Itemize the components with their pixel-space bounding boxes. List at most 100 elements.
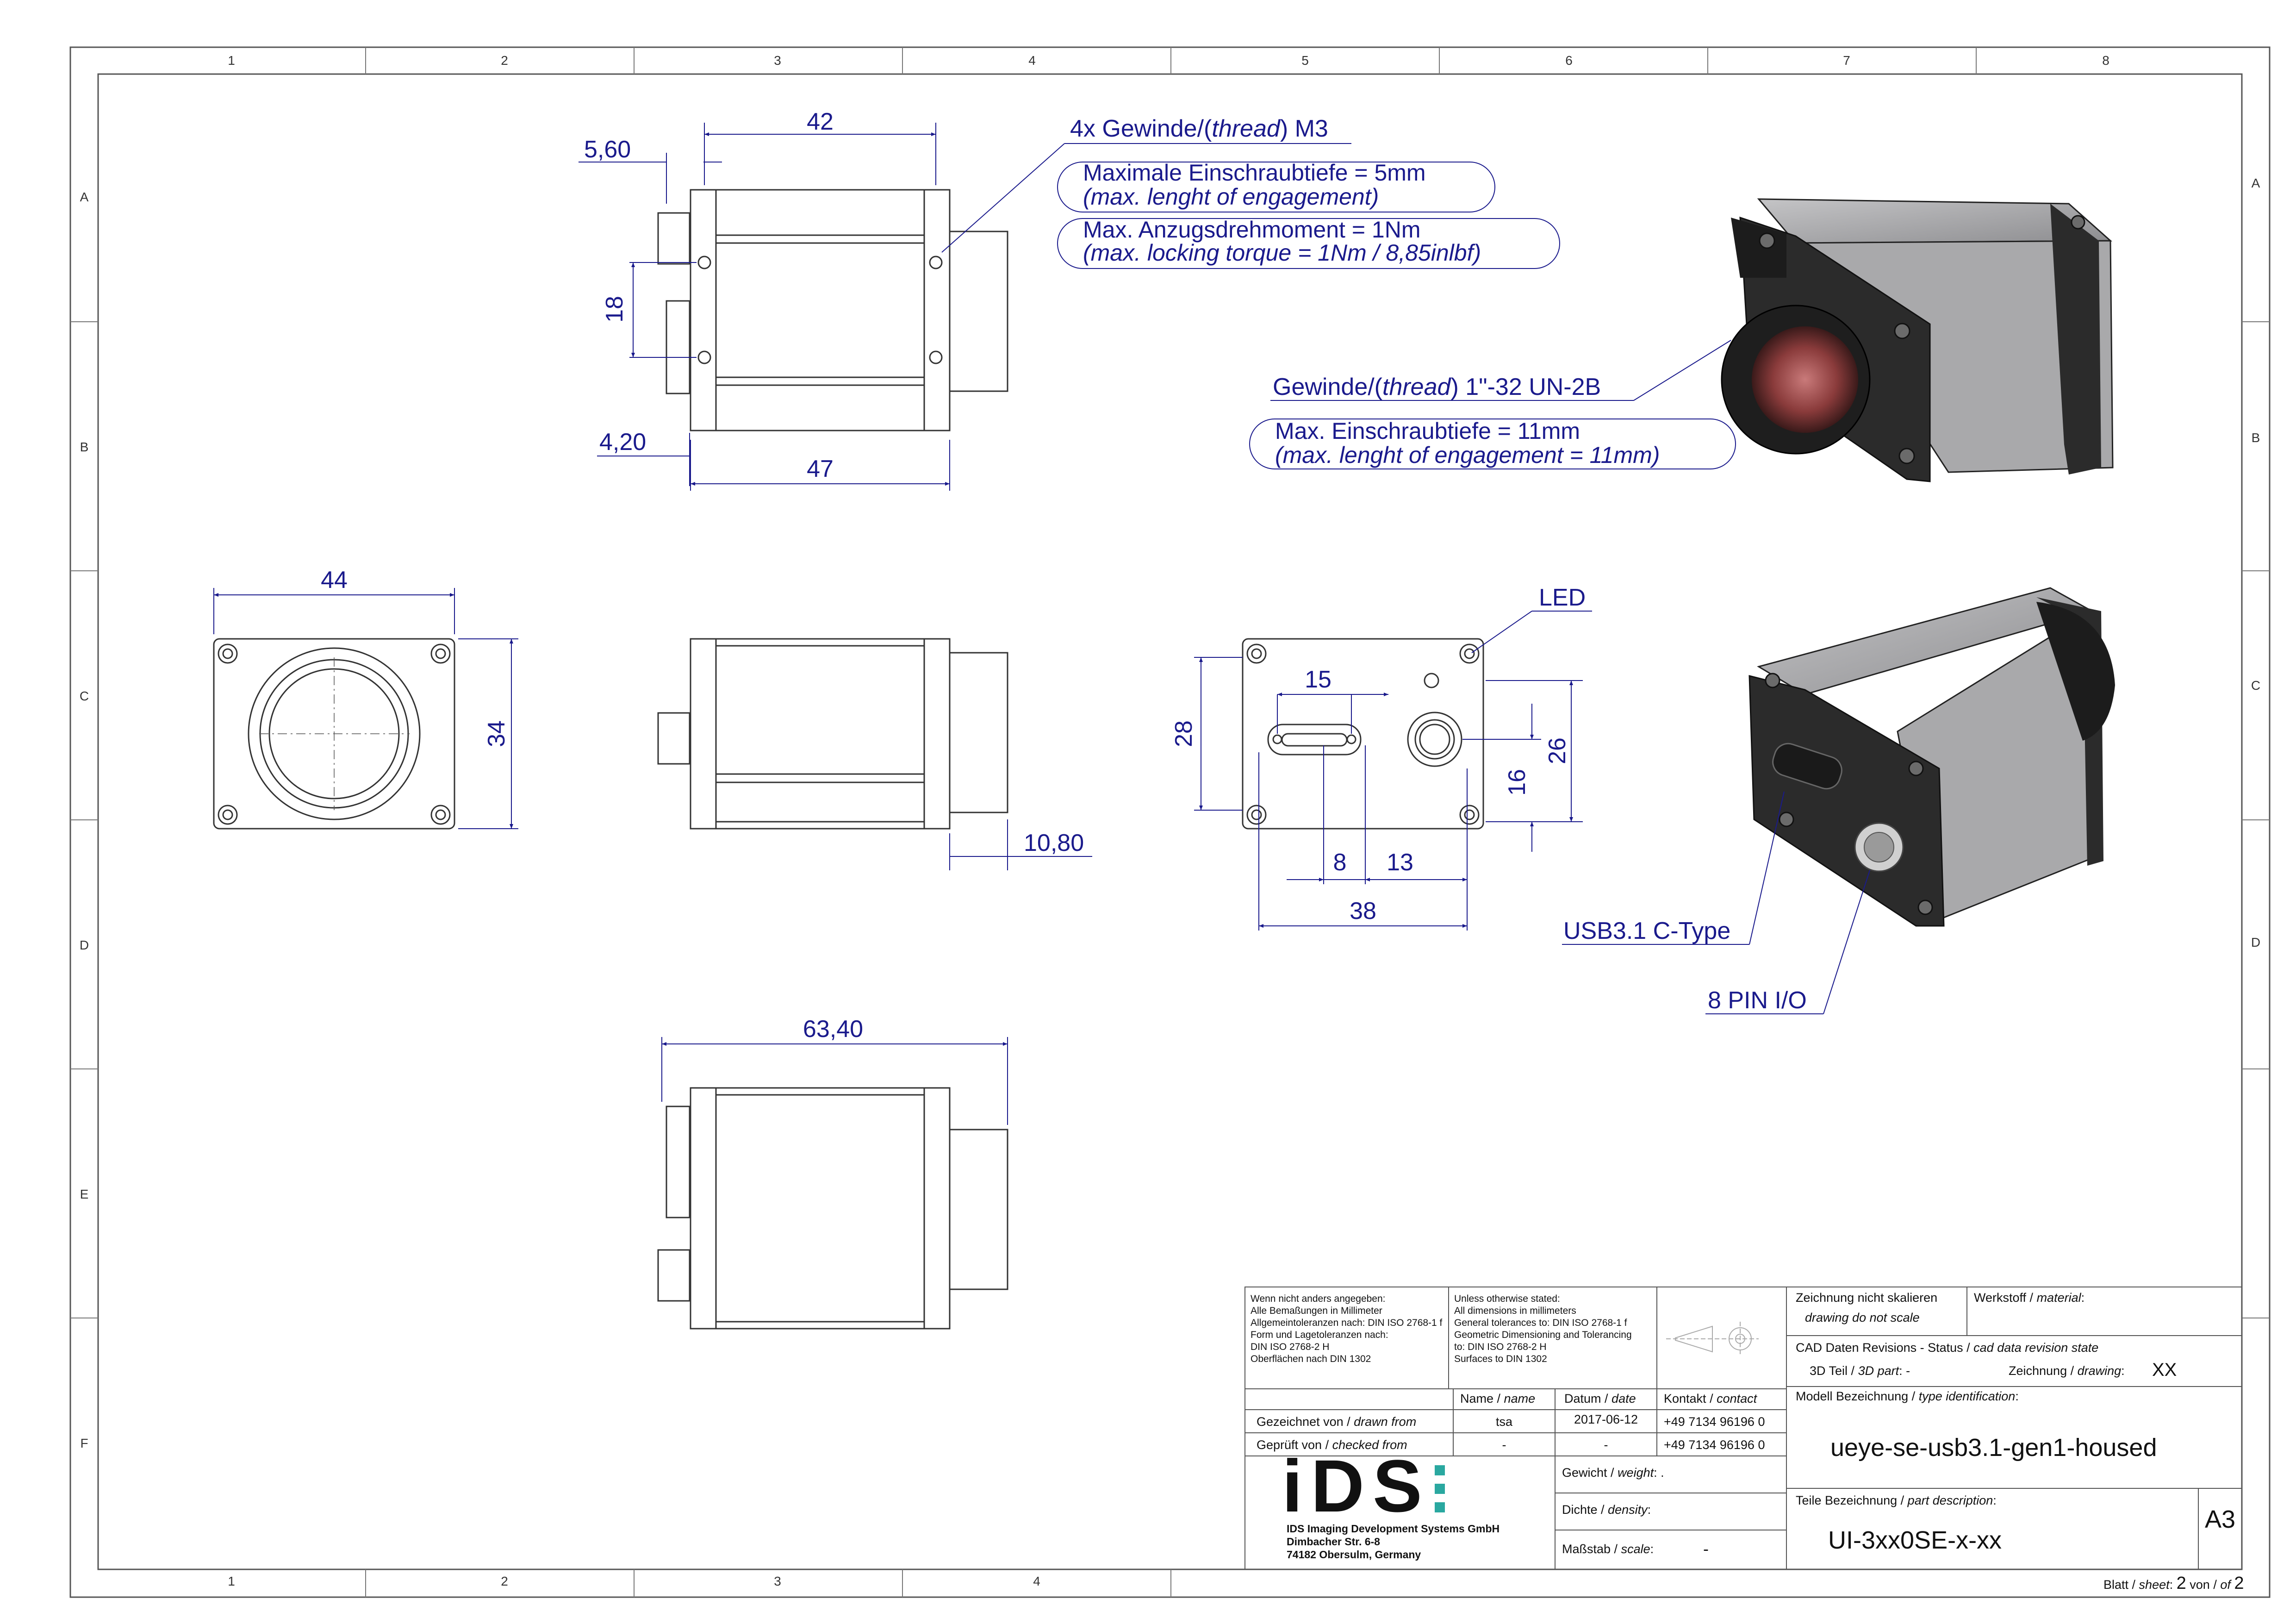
dim-4-20: 4,20	[599, 429, 646, 456]
engagement-line1: Maximale Einschraubtiefe = 5mm	[1083, 160, 1426, 186]
row-label-left: D	[80, 938, 89, 952]
dim-13: 13	[1387, 849, 1413, 876]
dim-10-80: 10,80	[1024, 830, 1084, 856]
no-scale-label-en: drawing do not scale	[1805, 1311, 1920, 1324]
weight-label: Gewicht / weight: .	[1562, 1466, 1664, 1480]
header-date: Datum / date	[1564, 1392, 1636, 1405]
dim-5-60: 5,60	[584, 136, 631, 163]
en-note: General tolerances to: DIN ISO 2768-1 f	[1454, 1318, 1627, 1328]
company-city: 74182 Obersulm, Germany	[1287, 1549, 1421, 1561]
row-label-right: A	[2252, 176, 2260, 190]
scale-label: Maßstab / scale:	[1562, 1542, 1654, 1556]
title-block: Wenn nicht anders angegeben: Alle Bemaßu…	[1244, 1287, 2244, 1593]
dim-34: 34	[483, 720, 510, 747]
dim-42: 42	[807, 108, 834, 135]
dim-38: 38	[1350, 898, 1376, 924]
en-note: Surfaces to DIN 1302	[1454, 1354, 1547, 1364]
density-label: Dichte / density:	[1562, 1503, 1651, 1517]
row-label-right: B	[2252, 431, 2260, 445]
dim-18: 18	[601, 296, 628, 323]
torque-line1: Max. Anzugsdrehmoment = 1Nm	[1083, 217, 1421, 243]
engagement-bubble	[1057, 162, 1495, 212]
front-view: 44 34	[213, 567, 518, 830]
dim-63-40: 63,40	[803, 1016, 863, 1043]
dim-8: 8	[1333, 849, 1347, 876]
company-name: IDS Imaging Development Systems GmbH	[1287, 1523, 1500, 1535]
row-label-left: F	[80, 1436, 88, 1450]
row-label-left: A	[80, 190, 89, 204]
en-note: Geometric Dimensioning and Tolerancing	[1454, 1330, 1632, 1340]
col-label-top: 2	[501, 53, 508, 68]
thread-depth-line1: Max. Einschraubtiefe = 11mm	[1275, 418, 1580, 444]
part-label: Teile Bezeichnung / part description:	[1796, 1493, 1997, 1507]
engagement-line2: (max. lenght of engagement)	[1083, 184, 1379, 210]
dim-26: 26	[1544, 737, 1571, 764]
col-label-bottom: 4	[1033, 1574, 1040, 1588]
no-scale-label: Zeichnung nicht skalieren	[1796, 1291, 1937, 1305]
header-contact: Kontakt / contact	[1664, 1392, 1758, 1405]
col-label-top: 8	[2102, 53, 2109, 68]
drawn-date: 2017-06-12	[1574, 1412, 1638, 1426]
drawing-revision-value: XX	[2152, 1360, 2177, 1380]
de-note: Alle Bemaßungen in Millimeter	[1251, 1305, 1382, 1316]
ids-logo: iDS	[1282, 1444, 1445, 1527]
material-label: Werkstoff / material:	[1974, 1291, 2084, 1305]
row-label-right: D	[2251, 935, 2260, 949]
de-note: DIN ISO 2768-2 H	[1251, 1342, 1329, 1352]
drawn-from-label: Gezeichnet von / drawn from	[1257, 1415, 1416, 1429]
en-note: All dimensions in millimeters	[1454, 1305, 1576, 1316]
thread-depth-bubble	[1249, 418, 1736, 469]
bottom-view: 63,40	[657, 1016, 1008, 1330]
col-label-bottom: 3	[774, 1574, 781, 1588]
checked-name: -	[1502, 1438, 1506, 1452]
checked-from-label: Geprüft von / checked from	[1257, 1438, 1407, 1452]
dim-44: 44	[321, 567, 348, 593]
io-8pin-label: 8 PIN I/O	[1708, 987, 1807, 1014]
sheet-info: Blatt / sheet: 2 von / of 2	[2103, 1574, 2244, 1593]
part-3d-label: 3D Teil / 3D part: -	[1810, 1364, 1910, 1378]
en-note: Unless otherwise stated:	[1454, 1293, 1560, 1304]
led-label: LED	[1539, 584, 1586, 611]
dim-28: 28	[1170, 720, 1197, 747]
drawn-contact: +49 7134 96196 0	[1664, 1415, 1765, 1429]
company-street: Dimbacher Str. 6-8	[1287, 1536, 1380, 1548]
checked-date: -	[1604, 1438, 1608, 1452]
col-label-top: 3	[774, 53, 781, 68]
cad-revision-label: CAD Daten Revisions - Status / cad data …	[1796, 1341, 2098, 1355]
row-label-left: B	[80, 440, 89, 454]
row-label-right: C	[2251, 678, 2260, 693]
row-label-left: C	[80, 689, 89, 703]
back-view: LED 15 28 26 16 8 13 38	[1170, 584, 1592, 931]
col-label-bottom: 2	[501, 1574, 508, 1588]
dim-15: 15	[1305, 666, 1332, 693]
thread-depth-line2: (max. lenght of engagement = 11mm)	[1275, 442, 1660, 468]
frame-grid-ticks	[70, 47, 2270, 1597]
en-note: to: DIN ISO 2768-2 H	[1454, 1342, 1547, 1352]
paper-size: A3	[2205, 1505, 2235, 1533]
model-label: Modell Bezeichnung / type identification…	[1796, 1389, 2019, 1403]
part-description: UI-3xx0SE-x-xx	[1828, 1526, 2002, 1554]
usb-c-port	[1772, 743, 1842, 790]
row-label-left: E	[80, 1187, 89, 1201]
de-note: Form und Lagetoleranzen nach:	[1251, 1330, 1388, 1340]
drawing-revision-label: Zeichnung / drawing:	[2009, 1364, 2125, 1378]
col-label-top: 5	[1301, 53, 1309, 68]
torque-bubble	[1057, 218, 1560, 269]
dim-47: 47	[807, 456, 834, 482]
checked-contact: +49 7134 96196 0	[1664, 1438, 1765, 1452]
model-identification: ueye-se-usb3.1-gen1-housed	[1830, 1434, 2157, 1462]
dim-16: 16	[1504, 769, 1531, 796]
lens-sensor-glass	[1752, 326, 1858, 433]
torque-line2: (max. locking torque = 1Nm / 8,85inlbf)	[1083, 240, 1481, 266]
col-label-top: 1	[228, 53, 235, 68]
scale-value: -	[1703, 1539, 1709, 1558]
drawing-frame	[69, 46, 2271, 1598]
iso-front-3d-view: Gewinde/(thread) 1"-32 UN-2B Max. Einsch…	[1249, 198, 2114, 482]
col-label-bottom: 1	[228, 1574, 235, 1588]
drawn-name: tsa	[1496, 1415, 1513, 1429]
de-note: Wenn nicht anders angegeben:	[1251, 1293, 1386, 1304]
col-label-top: 7	[1843, 53, 1850, 68]
side-view: 10,80	[657, 638, 1092, 870]
usb-type-c-label: USB3.1 C-Type	[1563, 918, 1730, 944]
